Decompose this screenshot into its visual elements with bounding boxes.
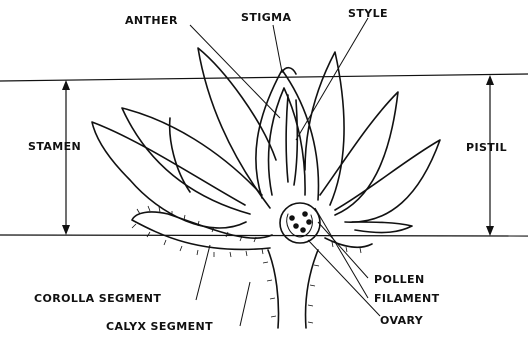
bottom-reference-line (0, 235, 528, 236)
label-filament: FILAMENT (374, 292, 440, 305)
ovary (280, 203, 320, 243)
label-pistil: PISTIL (466, 141, 507, 154)
pistil-dimension (486, 75, 494, 236)
stamen-dimension (62, 80, 70, 235)
style-leader (296, 18, 368, 140)
label-pollen: POLLEN (374, 273, 425, 286)
label-corolla-segment: COROLLA SEGMENT (34, 292, 161, 305)
calyx-hairs (132, 206, 361, 323)
label-stamen: STAMEN (28, 140, 81, 153)
stigma-leader (273, 25, 282, 72)
label-anther: ANTHER (125, 14, 178, 27)
label-style: STYLE (348, 7, 388, 20)
label-ovary: OVARY (380, 314, 424, 327)
label-stigma: STIGMA (241, 11, 291, 24)
label-calyx-segment: CALYX SEGMENT (106, 320, 213, 333)
leader-lines (190, 18, 380, 326)
calyx-leader (240, 282, 250, 326)
top-reference-line (0, 74, 528, 81)
corolla-leader (196, 245, 210, 300)
